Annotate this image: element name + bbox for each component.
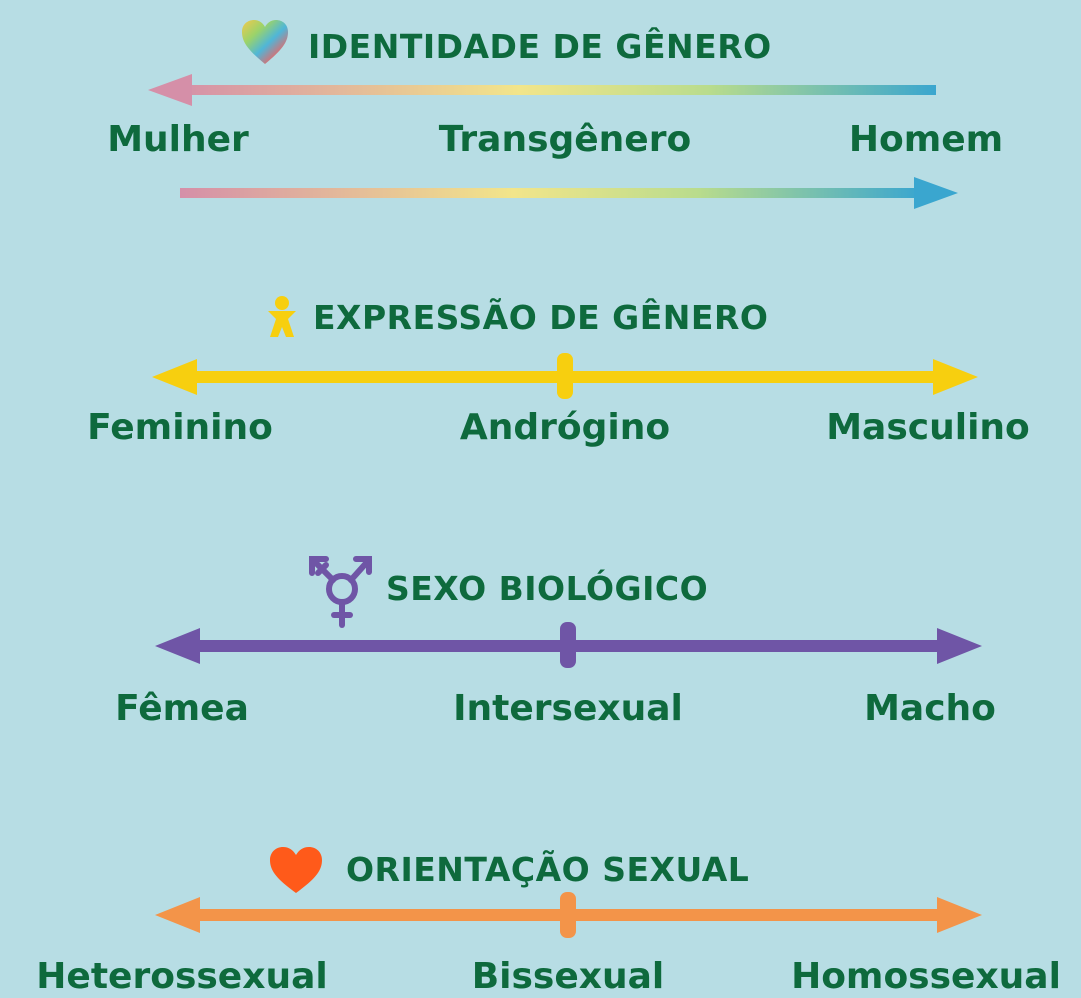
gender-identity-label-middle: Transgênero (438, 119, 692, 160)
biological-sex-scale (155, 622, 982, 668)
biological-sex-title: SEXO BIOLÓGICO (386, 569, 709, 608)
gender-expression-label-right: Masculino (826, 407, 1030, 448)
gender-expression-label-middle: Andrógino (459, 407, 671, 448)
gender-identity-arrow-right (180, 177, 958, 209)
biological-sex-label-right: Macho (864, 688, 996, 729)
gender-identity-label-right: Homem (848, 119, 1004, 160)
sexual-orientation-title: ORIENTAÇÃO SEXUAL (346, 850, 750, 889)
sexual-orientation-label-middle: Bissexual (471, 956, 665, 997)
gender-expression-title: EXPRESSÃO DE GÊNERO (313, 298, 769, 337)
gender-expression-scale (152, 353, 978, 399)
sexual-orientation-scale (155, 892, 982, 938)
sexual-orientation-label-right: Homossexual (791, 956, 1061, 997)
transgender-symbol-icon (309, 556, 372, 628)
gender-identity-arrow-left (148, 74, 936, 106)
gender-identity-title: IDENTIDADE DE GÊNERO (308, 27, 772, 66)
biological-sex-label-middle: Intersexual (453, 688, 683, 729)
person-icon (268, 296, 296, 337)
rainbow-heart-icon (242, 20, 288, 64)
gender-expression-label-left: Feminino (87, 407, 273, 448)
heart-icon (270, 847, 322, 893)
gender-identity-label-left: Mulher (107, 119, 249, 160)
biological-sex-label-left: Fêmea (115, 688, 249, 729)
sexual-orientation-label-left: Heterossexual (36, 956, 328, 997)
